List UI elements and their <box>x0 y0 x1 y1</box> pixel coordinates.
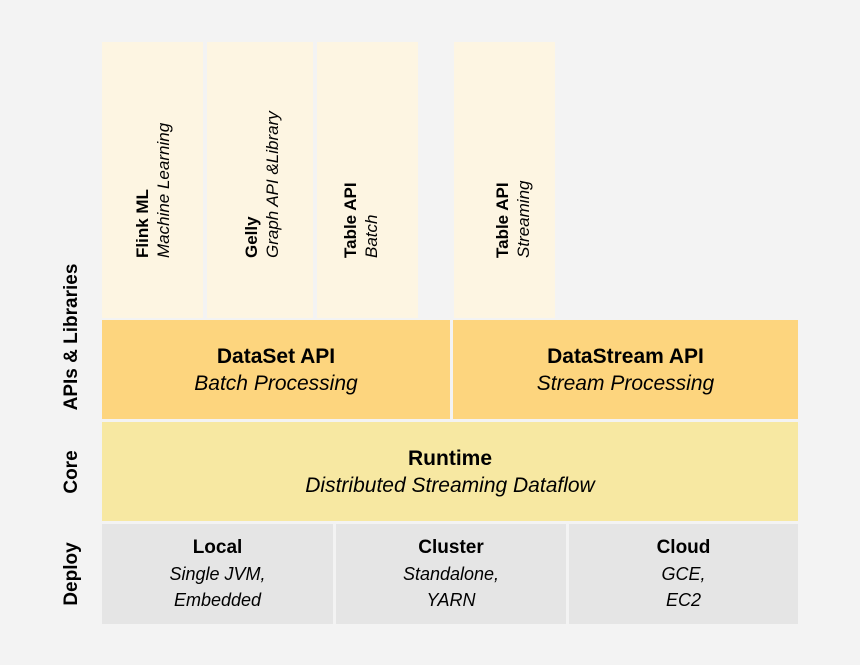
library-title: Gelly <box>242 216 261 258</box>
library-subtitle: Machine Learning <box>153 122 173 258</box>
library-subtitle: Batch <box>361 214 381 258</box>
dataset-api-title: DataSet API <box>216 344 336 368</box>
datastream-api-subtitle: Stream Processing <box>536 371 715 395</box>
deploy-cluster-line1: Standalone, <box>402 564 500 584</box>
datastream-api-title: DataStream API <box>547 344 704 368</box>
deploy-local-box: Local Single JVM, Embedded <box>102 524 333 624</box>
library-flink-ml: Flink ML Machine Learning <box>102 42 203 318</box>
deploy-cloud-line1: GCE, <box>661 564 706 584</box>
library-table-api-batch: Table API Batch <box>317 42 418 318</box>
row-label-core: Core <box>61 450 82 494</box>
runtime-subtitle: Distributed Streaming Dataflow <box>305 473 595 497</box>
library-gelly: Gelly Graph API &Library <box>207 42 313 318</box>
deploy-local-line2: Embedded <box>173 590 262 610</box>
deploy-local-line1: Single JVM, <box>169 564 266 584</box>
deploy-cluster-box: Cluster Standalone, YARN <box>336 524 566 624</box>
deploy-cluster-title: Cluster <box>418 537 484 558</box>
dataset-api-box: DataSet API Batch Processing <box>102 320 450 419</box>
deploy-local-title: Local <box>192 537 243 558</box>
library-title: Flink ML <box>132 189 152 258</box>
row-label-apis-libraries: APIs & Libraries <box>61 263 82 411</box>
row-label-deploy: Deploy <box>61 542 82 606</box>
library-subtitle: Streaming <box>513 180 533 258</box>
dataset-api-subtitle: Batch Processing <box>194 371 358 395</box>
library-table-api-streaming: Table API Streaming <box>454 42 555 318</box>
runtime-title: Runtime <box>408 446 492 470</box>
library-title: Table API <box>340 182 360 258</box>
deploy-cloud-title: Cloud <box>656 537 711 558</box>
datastream-api-box: DataStream API Stream Processing <box>453 320 798 419</box>
deploy-cloud-line2: EC2 <box>665 590 701 610</box>
deploy-cluster-line2: YARN <box>426 590 476 610</box>
library-subtitle: Graph API &Library <box>263 111 282 258</box>
runtime-box: Runtime Distributed Streaming Dataflow <box>102 422 798 521</box>
deploy-cloud-box: Cloud GCE, EC2 <box>569 524 798 624</box>
library-title: Table API <box>492 182 512 258</box>
